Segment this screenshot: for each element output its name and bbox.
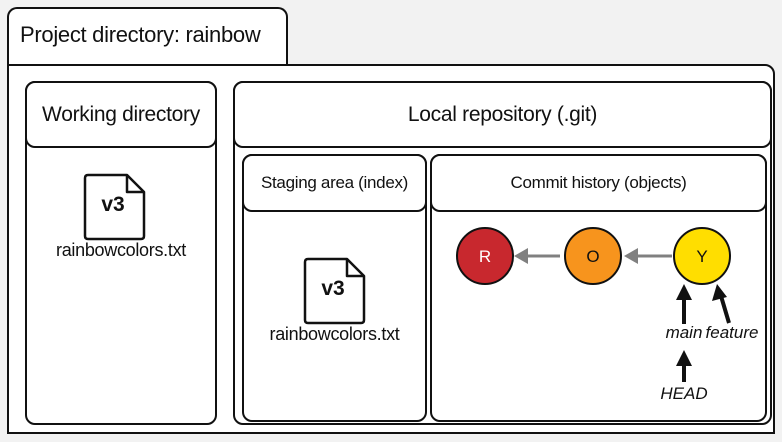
project-directory-label: Project directory: rainbow [20, 22, 261, 47]
commit-history-title: Commit history (objects) [430, 154, 767, 212]
commit-arrow-y-to-o [624, 248, 672, 264]
working-file-name: rainbowcolors.txt [56, 240, 186, 260]
commit-y-circle [673, 227, 731, 285]
commit-node-o: O [564, 227, 622, 285]
staging-file-name: rainbowcolors.txt [269, 324, 400, 344]
commit-r-label: R [479, 247, 491, 266]
working-file-version: v3 [101, 193, 125, 216]
commit-y-label: Y [696, 247, 707, 266]
feature-ref-arrow [712, 284, 731, 324]
staging-area-title: Staging area (index) [242, 154, 427, 212]
commit-graph: R O Y main feature HEAD [456, 227, 759, 403]
commit-arrow-o-to-r [514, 248, 560, 264]
staging-file-icon [303, 257, 366, 325]
main-ref-label: main [666, 323, 703, 342]
commit-node-y: Y [673, 227, 731, 285]
feature-ref-label: feature [706, 323, 759, 342]
local-repository-title: Local repository (.git) [233, 81, 772, 148]
commit-o-circle [564, 227, 622, 285]
head-ref-arrow [676, 350, 692, 382]
staging-file-version: v3 [321, 277, 345, 300]
project-folder-tab [7, 7, 288, 73]
commit-o-label: O [586, 247, 599, 266]
commit-r-circle [456, 227, 514, 285]
commit-node-r: R [456, 227, 514, 285]
head-ref-label: HEAD [660, 384, 707, 403]
working-file-icon [83, 173, 146, 241]
working-directory-title: Working directory [25, 81, 217, 148]
main-ref-arrow [676, 284, 692, 324]
